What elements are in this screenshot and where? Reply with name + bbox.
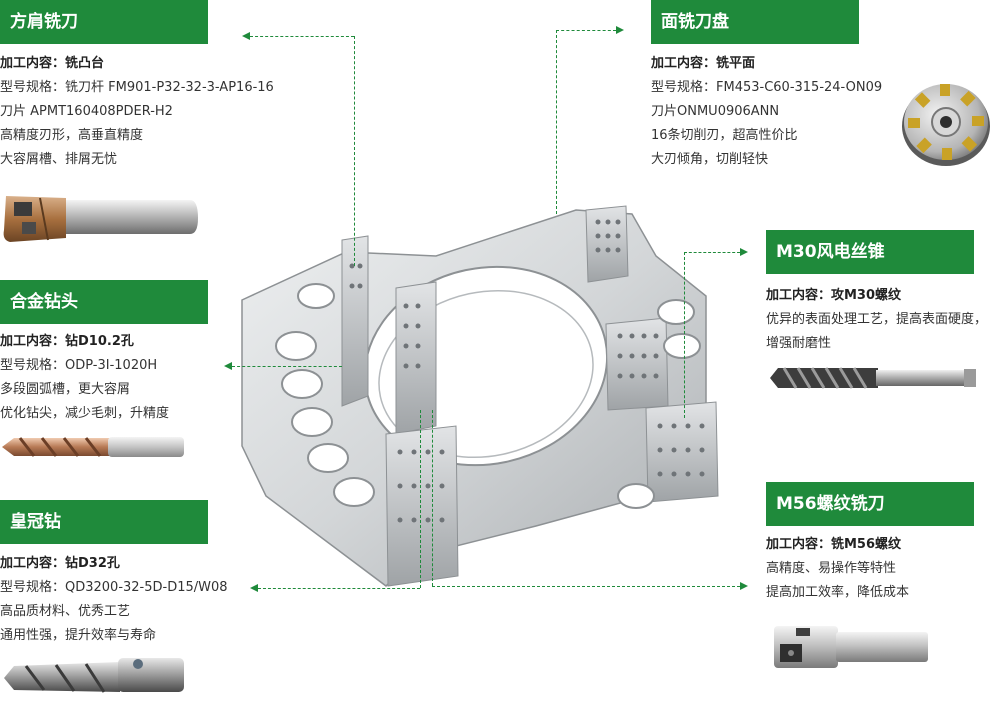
info-line: 加工内容：钻D10.2孔 [0, 334, 134, 349]
info-line: 高精度、易操作等特性 [766, 561, 897, 576]
info-line: 高精度刃形，高垂直精度 [0, 128, 144, 143]
info-line: 16条切削刃，超高性价比 [651, 128, 798, 143]
arrow-right [740, 248, 748, 256]
info-line: 大容屑槽、排屑无忧 [0, 152, 118, 167]
m56-thread-mill-image [774, 626, 928, 668]
info-line: 优异的表面处理工艺，提高表面硬度， [766, 312, 988, 327]
connector-line [354, 36, 355, 266]
info-line: 型号规格：铣刀杆 FM901-P32-32-3-AP16-16 [0, 80, 274, 95]
crown-drill-image [4, 658, 184, 693]
info-face-mill-cutter: 加工内容：铣平面 型号规格：FM453-C60-315-24-ON09 刀片ON… [651, 52, 882, 172]
info-square-shoulder-mill: 加工内容：铣凸台 型号规格：铣刀杆 FM901-P32-32-3-AP16-16… [0, 52, 274, 172]
info-line: 加工内容：铣平面 [651, 56, 756, 71]
info-crown-drill: 加工内容：钻D32孔 型号规格：QD3200-32-5D-D15/W08 高品质… [0, 552, 228, 648]
info-line: 加工内容：铣凸台 [0, 56, 105, 71]
tag-carbide-drill: 合金钻头 [0, 280, 208, 324]
info-line: 刀片 APMT160408PDER-H2 [0, 104, 173, 119]
info-line: 优化钻尖，减少毛刺，升精度 [0, 406, 170, 421]
arrow-left [242, 32, 250, 40]
m30-tap-image [770, 367, 976, 389]
carbide-drill-image [2, 437, 184, 457]
info-m56-thread-mill: 加工内容：铣M56螺纹 高精度、易操作等特性 提高加工效率，降低成本 [766, 533, 909, 605]
info-line: 型号规格：ODP-3I-1020H [0, 358, 158, 373]
info-line: 刀片ONMU0906ANN [651, 104, 780, 119]
info-line: 提高加工效率，降低成本 [766, 585, 910, 600]
connector-line [684, 252, 685, 418]
connector-line [432, 410, 433, 586]
machined-frame-image [241, 205, 719, 587]
face-mill-cutter-image [902, 84, 990, 166]
connector-line [556, 30, 557, 214]
connector-line [250, 36, 354, 37]
info-line: 型号规格：QD3200-32-5D-D15/W08 [0, 580, 228, 595]
info-line: 加工内容：铣M56螺纹 [766, 537, 902, 552]
info-line: 高品质材料、优秀工艺 [0, 604, 131, 619]
tag-m30-wind-tap: M30风电丝锥 [766, 230, 974, 274]
connector-line [432, 586, 740, 587]
connector-line [232, 366, 342, 367]
connector-line [684, 252, 740, 253]
connector-line [420, 410, 421, 588]
arrow-right [740, 582, 748, 590]
arrow-right [616, 26, 624, 34]
tag-square-shoulder-mill: 方肩铣刀 [0, 0, 208, 44]
info-m30-wind-tap: 加工内容：攻M30螺纹 优异的表面处理工艺，提高表面硬度， 增强耐磨性 [766, 284, 987, 356]
info-line: 多段圆弧槽，更大容屑 [0, 382, 131, 397]
connector-line [258, 588, 420, 589]
info-line: 大刃倾角，切削轻快 [651, 152, 769, 167]
info-line: 增强耐磨性 [766, 336, 832, 351]
tag-crown-drill: 皇冠钻 [0, 500, 208, 544]
info-line: 加工内容：攻M30螺纹 [766, 288, 902, 303]
arrow-left [224, 362, 232, 370]
info-carbide-drill: 加工内容：钻D10.2孔 型号规格：ODP-3I-1020H 多段圆弧槽，更大容… [0, 330, 169, 426]
info-line: 型号规格：FM453-C60-315-24-ON09 [651, 80, 883, 95]
tag-face-mill-cutter: 面铣刀盘 [651, 0, 859, 44]
tag-m56-thread-mill: M56螺纹铣刀 [766, 482, 974, 526]
connector-line [556, 30, 616, 31]
info-line: 加工内容：钻D32孔 [0, 556, 120, 571]
square-shoulder-mill-image [3, 196, 198, 242]
info-line: 通用性强，提升效率与寿命 [0, 628, 157, 643]
arrow-left [250, 584, 258, 592]
